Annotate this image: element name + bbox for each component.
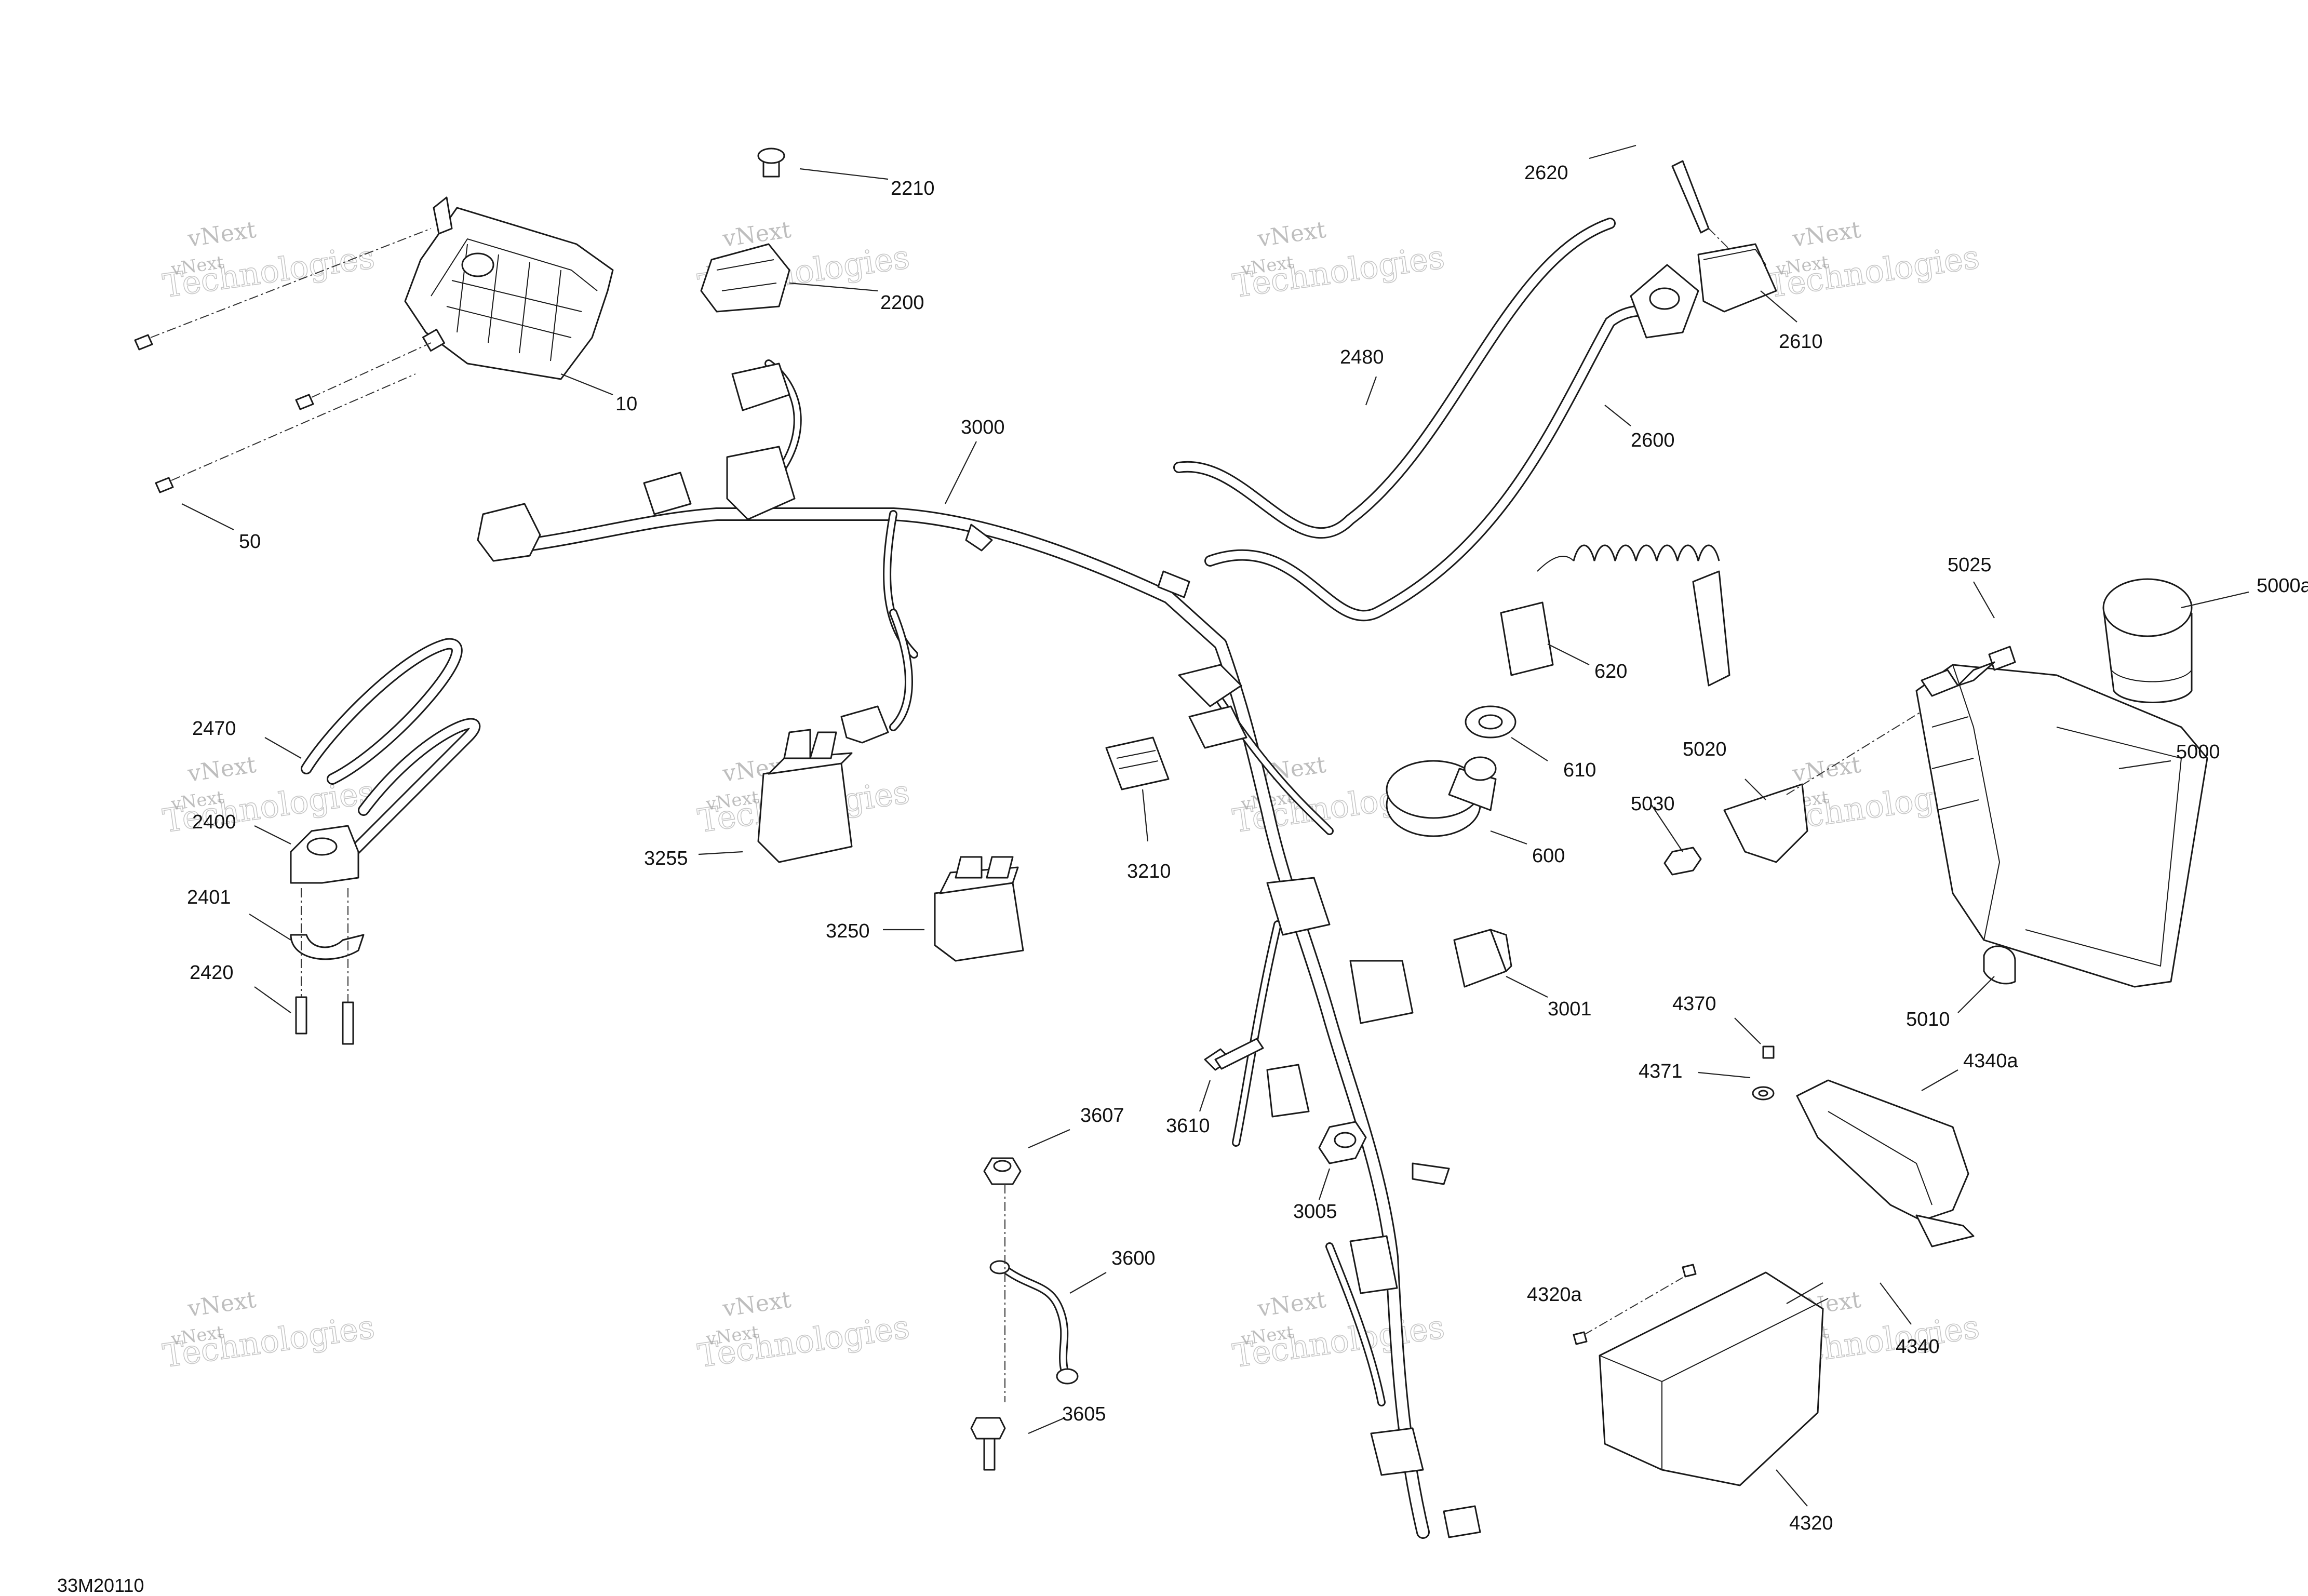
watermark-line1: vNext <box>1255 1286 1327 1322</box>
screws-2420[interactable] <box>295 888 354 1045</box>
callout-2200: 2200 <box>880 292 924 314</box>
callout-2610: 2610 <box>1779 331 1823 353</box>
watermark: vNext vNext Technologies <box>160 1286 377 1375</box>
callout-3607: 3607 <box>1080 1105 1124 1126</box>
part-5000-module[interactable] <box>1915 664 2208 988</box>
callout-2420: 2420 <box>190 962 234 984</box>
screws-4320a[interactable] <box>1573 1264 1697 1345</box>
part-3605-bolt[interactable] <box>970 1417 1006 1471</box>
watermark-line1: vNext <box>720 1286 793 1322</box>
callout-5020: 5020 <box>1683 739 1727 760</box>
part-3600-cable[interactable] <box>989 1184 1079 1402</box>
main-harness-3000[interactable] <box>477 359 1481 1539</box>
watermark-group: vNext vNext Technologies vNext vNext Tec… <box>160 217 1982 1375</box>
part-2400-clamp[interactable] <box>290 825 359 884</box>
callout-4370: 4370 <box>1672 993 1716 1015</box>
callout-50: 50 <box>239 531 261 553</box>
callout-5000a: 5000a <box>2257 575 2308 597</box>
part-3255-switch[interactable] <box>757 729 853 863</box>
part-4320-battery[interactable] <box>1599 1271 1829 1486</box>
callout-2401: 2401 <box>187 887 231 908</box>
callout-4371: 4371 <box>1639 1061 1683 1082</box>
callout-4340a: 4340a <box>1963 1050 2019 1072</box>
callout-3210: 3210 <box>1127 861 1171 882</box>
part-2620-pin[interactable] <box>1671 160 1730 250</box>
diagram-code: 33M20110 <box>57 1575 144 1596</box>
part-2401-clamp[interactable] <box>290 934 365 960</box>
leader-lines <box>181 144 2249 1507</box>
watermark-line1: vNext <box>185 752 258 787</box>
part-4370-screw[interactable] <box>1762 1045 1775 1059</box>
part-2470-tie[interactable] <box>301 638 481 857</box>
callout-610: 610 <box>1563 759 1596 781</box>
watermark: vNext vNext Technologies <box>160 217 377 305</box>
part-3001-cover[interactable] <box>1453 929 1512 988</box>
part-2600-wire[interactable] <box>1204 305 1668 622</box>
callout-labels: 10 50 2210 2200 3000 2480 2620 2610 2600… <box>57 162 2308 1596</box>
callout-2620: 2620 <box>1524 162 1568 184</box>
callout-4320a: 4320a <box>1527 1284 1582 1306</box>
watermark: vNext vNext Technologies <box>1230 1286 1447 1375</box>
callout-3600: 3600 <box>1111 1248 1156 1269</box>
part-5010-clip[interactable] <box>1983 945 2016 985</box>
callout-600: 600 <box>1532 845 1565 867</box>
screws-50[interactable] <box>134 228 432 493</box>
watermark: vNext vNext Technologies <box>160 752 377 840</box>
callout-4340: 4340 <box>1896 1336 1940 1358</box>
callout-2470: 2470 <box>192 718 236 740</box>
part-10-fuse-box[interactable] <box>404 196 614 380</box>
callout-2400: 2400 <box>192 811 236 833</box>
watermark-line1: vNext <box>185 217 258 252</box>
part-4371-washer[interactable] <box>1752 1086 1775 1101</box>
part-600-switch[interactable] <box>1386 756 1497 837</box>
part-2200-sensor[interactable] <box>700 147 790 313</box>
callout-3610: 3610 <box>1166 1115 1210 1137</box>
callout-3001: 3001 <box>1548 998 1592 1020</box>
callout-3255: 3255 <box>644 848 688 869</box>
callout-2210: 2210 <box>891 178 935 199</box>
part-610-ring[interactable] <box>1465 705 1517 739</box>
watermark-line1: vNext <box>185 1286 258 1322</box>
part-5025-bolt[interactable] <box>1957 646 2016 687</box>
part-3250-switch[interactable] <box>934 856 1024 962</box>
callout-3605: 3605 <box>1062 1403 1106 1425</box>
part-5020-bracket[interactable] <box>1723 711 1922 863</box>
part-4340-bracket[interactable] <box>1796 1079 1975 1248</box>
callout-3000: 3000 <box>961 417 1005 438</box>
part-3210-connector[interactable] <box>1105 736 1170 790</box>
callout-5030: 5030 <box>1631 793 1675 815</box>
part-3607-nut[interactable] <box>983 1157 1022 1185</box>
part-2610-relay[interactable] <box>1630 243 1777 339</box>
callout-2480: 2480 <box>1340 346 1384 368</box>
part-620-coiled-cord[interactable] <box>1500 544 1730 687</box>
watermark: vNext vNext Technologies <box>695 1286 912 1375</box>
callout-3005: 3005 <box>1293 1201 1337 1223</box>
callout-5025: 5025 <box>1948 554 1992 576</box>
callout-4320: 4320 <box>1789 1512 1833 1534</box>
part-2480-tube[interactable] <box>1173 218 1616 539</box>
watermark-line1: vNext <box>1790 217 1862 252</box>
callout-10: 10 <box>615 393 637 415</box>
watermark-line1: vNext <box>1790 752 1862 787</box>
part-3610-bolt[interactable] <box>1204 1038 1264 1071</box>
callout-5010: 5010 <box>1906 1009 1950 1030</box>
part-3005-nut[interactable] <box>1318 1121 1367 1164</box>
part-5030-nut[interactable] <box>1663 847 1702 876</box>
callout-620: 620 <box>1594 661 1627 682</box>
watermark: vNext vNext Technologies <box>1230 217 1447 305</box>
watermark-line1: vNext <box>1255 217 1327 252</box>
part-5000a-cap[interactable] <box>2102 578 2193 703</box>
callout-5000: 5000 <box>2176 741 2220 763</box>
callout-3250: 3250 <box>826 920 870 942</box>
watermark: vNext vNext Technologies <box>1765 217 1982 305</box>
callout-2600: 2600 <box>1631 430 1675 451</box>
